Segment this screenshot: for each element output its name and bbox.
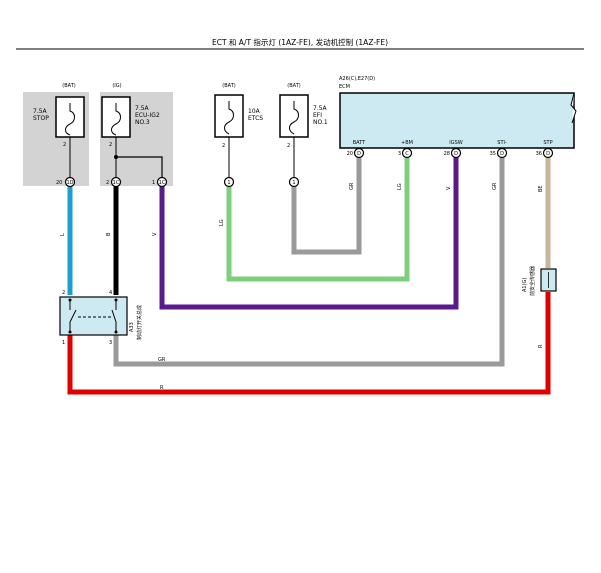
- ecm-pin-connector: [353, 147, 365, 159]
- ecm-pin-connector: [496, 147, 508, 159]
- ecm-pin-number: 28: [444, 151, 450, 157]
- ecm-pins: BATT D 20 +BM C3 IGSW D 28 STl- D 35 STP D 36: [347, 140, 554, 159]
- connector-ecu-ig2-a: [110, 176, 122, 188]
- switch-name: 制动灯开关总成: [136, 305, 143, 340]
- fuse-stop-source: (BAT): [62, 83, 75, 89]
- ecm-pin-connector: [401, 147, 413, 159]
- switch-pin-bottom-left: 1: [62, 340, 65, 346]
- fuse-etcs-rating: 10A: [248, 108, 261, 115]
- switch-id: A33: [129, 322, 135, 332]
- ecm-pin-connector-id: D: [454, 151, 458, 157]
- fuse-ecu-ig2-rating: 7.5A: [135, 105, 150, 112]
- connector-ecu-ig2-b-num: 1: [152, 180, 155, 186]
- connector-efi-num: 1: [292, 180, 295, 186]
- ecm-pin-label-stp: STP: [543, 140, 552, 146]
- ecm-pin-label-bm: +BM: [401, 140, 413, 146]
- fuse-etcs-element-icon: [224, 101, 234, 135]
- brake-light-switch: 2 4 1 3 A33 制动灯开关总成: [59, 290, 143, 346]
- fuse-etcs-source: (BAT): [222, 83, 235, 89]
- connector-efi: [288, 176, 300, 188]
- fuse-ecu-ig2-source: (IG): [112, 83, 121, 89]
- fuse-ecu-ig2-name2: NO.3: [135, 119, 150, 126]
- ecm-connectors: A26(C),E27(D): [339, 76, 375, 82]
- fuse-efi-name2: NO.1: [313, 119, 328, 126]
- wire-label-v-igsw: V: [446, 186, 452, 190]
- wire-label-gr-horizontal: GR: [158, 357, 166, 363]
- wire-label-gr-batt: GR: [349, 182, 355, 190]
- fuse-efi-rating: 7.5A: [313, 105, 328, 112]
- fuse-stop-name: STOP: [33, 115, 49, 122]
- ecm-pin-number: 3: [398, 151, 401, 157]
- ecm-pin-connector-id: C: [405, 151, 409, 157]
- switch-pin-bottom-right: 3: [109, 340, 112, 346]
- fuse-etcs-name: ETCS: [248, 115, 263, 122]
- wire-label-v: V: [152, 232, 158, 236]
- connector-ecu-ig2-b-id: 1C: [159, 180, 166, 186]
- fuse-stop-rating: 7.5A: [33, 108, 48, 115]
- wire-gr-st: [113, 157, 505, 367]
- wire-label-be: BE: [538, 185, 544, 192]
- connector-stop-id: 1D: [66, 180, 73, 186]
- switch-pin-top-right: 4: [109, 290, 112, 296]
- connector-stop: [64, 176, 76, 188]
- fuse-ecu-ig2: (IG) 7.5A ECU-IG2 NO.3 2 1C 2 1C 1: [101, 83, 168, 188]
- ecm-pin-label-batt: BATT: [353, 140, 366, 146]
- ecm-pin-number: 36: [536, 151, 542, 157]
- fuse-ecu-ig2-name1: ECU-IG2: [135, 112, 160, 119]
- fuse-stop: (BAT) 7.5A STOP 2 1D 20: [33, 83, 85, 188]
- branch-wire: [116, 156, 163, 178]
- fuse-efi-element-icon: [289, 101, 299, 135]
- ecm-break-mark-icon: [570, 92, 577, 124]
- switch-contact-1-icon: [69, 309, 77, 323]
- ecm-pin-label-igsw: IGSW: [449, 140, 463, 146]
- wire-label-lg: LG: [219, 219, 225, 226]
- wire-label-l: L: [60, 233, 66, 236]
- fuse-efi: (BAT) 7.5A EFI NO.1 2 1: [279, 83, 328, 188]
- ecm-pin-number: 20: [347, 151, 353, 157]
- fuse-ecu-ig2-pin: 2: [109, 142, 112, 148]
- ecm-pin-connector-id: D: [546, 151, 550, 157]
- fuse-efi-source: (BAT): [287, 83, 300, 89]
- connector-ecu-ig2-a-num: 2: [106, 180, 109, 186]
- ecm-box: [339, 92, 575, 149]
- ecm-pin-label-stl: STl-: [497, 140, 507, 146]
- fuse-efi-name1: EFI: [313, 112, 322, 119]
- connector-ecu-ig2-a-id: 1C: [113, 180, 120, 186]
- connector-etcs-num: 1: [227, 180, 230, 186]
- wire-v: [159, 157, 459, 310]
- sensor-id: A1(G): [522, 278, 528, 292]
- wire-label-r-horizontal: R: [160, 385, 164, 391]
- fuse-stop-pin: 2: [63, 142, 66, 148]
- fuse-etcs: (BAT) 10A ETCS 2 1: [214, 83, 263, 188]
- wire-label-lg-bm: LG: [397, 183, 403, 190]
- ecm-pin-connector: [450, 147, 462, 159]
- fuse-etcs-pin: 2: [222, 143, 225, 149]
- ecm-pin-connector-id: D: [357, 151, 361, 157]
- ecm-pin-connector: [542, 147, 554, 159]
- wire-gr-batt: [291, 157, 362, 255]
- wire-r: [67, 292, 551, 395]
- fuse-ecu-ig2-element-icon: [111, 103, 121, 136]
- connector-stop-num: 20: [56, 180, 62, 186]
- switch-contact-2-icon: [111, 309, 117, 323]
- fuse-efi-pin: 2: [287, 143, 290, 149]
- ecm-pin-number: 35: [490, 151, 496, 157]
- ecm-name: ECM: [339, 84, 350, 90]
- wire-lg: [226, 157, 410, 282]
- wire-label-b: B: [106, 232, 112, 236]
- sensor-name: 前安全传感器: [529, 266, 536, 296]
- fuse-stop-element-icon: [65, 103, 75, 136]
- wire-label-r: R: [538, 344, 544, 348]
- front-airbag-sensor: A1(G) 前安全传感器: [522, 266, 557, 296]
- wire-label-gr-st: GR: [492, 182, 498, 190]
- switch-pin-top-left: 2: [62, 290, 65, 296]
- connector-ecu-ig2-b: [156, 176, 168, 188]
- connector-etcs: [223, 176, 235, 188]
- ecm-pin-connector-id: D: [500, 151, 504, 157]
- ecm-module: A26(C),E27(D) ECM: [339, 76, 577, 149]
- diagram-title: ECT 和 A/T 指示灯 (1AZ-FE), 发动机控制 (1AZ-FE): [212, 37, 388, 47]
